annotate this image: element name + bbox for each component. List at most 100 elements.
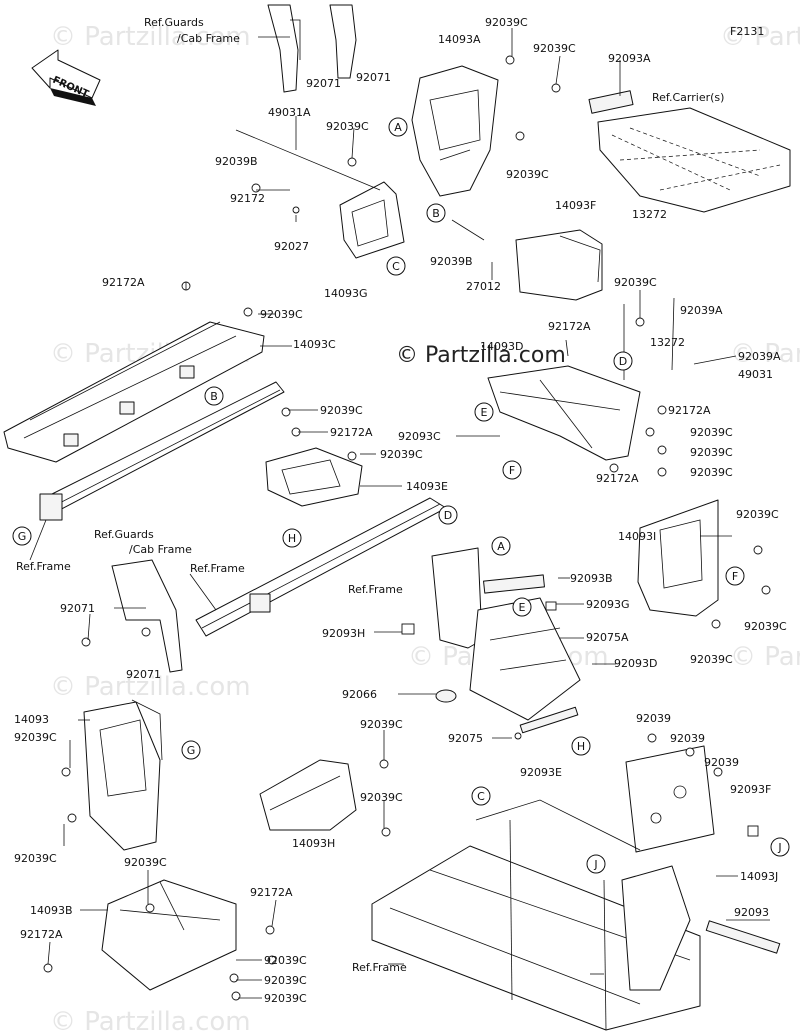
callout-D-top xyxy=(613,351,633,371)
callout-D-top-label: D xyxy=(619,355,627,368)
watermark-center: © Partzilla.com xyxy=(396,343,566,368)
callout-G-lower-label: G xyxy=(187,744,196,757)
callout-B-top-label: B xyxy=(432,207,440,220)
watermark-right-low: © Partzilla.com xyxy=(730,642,800,672)
callout-A-mid-label: A xyxy=(497,540,505,553)
center-assembly xyxy=(431,547,581,734)
part-14093H: 14093H xyxy=(292,837,335,850)
callout-A-top xyxy=(388,117,408,137)
watermark-top-left: © Partzilla.com xyxy=(50,22,251,52)
part-92172A-d: 92172A xyxy=(330,426,373,439)
part-92039C-g: 92039C xyxy=(690,426,733,439)
panel-14093B xyxy=(101,879,237,991)
part-14093B: 14093B xyxy=(30,904,73,917)
part-27012: 27012 xyxy=(466,280,501,293)
part-92039C-a: 92039C xyxy=(533,42,576,55)
part-92039A-b: 92039A xyxy=(738,350,781,363)
callout-E-mid xyxy=(512,597,532,617)
part-92093B: 92093B xyxy=(570,572,613,585)
part-92039C-j: 92039C xyxy=(690,466,733,479)
part-92039C-l: 92039C xyxy=(744,620,787,633)
part-14093A: 14093A xyxy=(438,33,481,46)
callout-G-lower xyxy=(181,740,201,760)
part-92039-b: 92039 xyxy=(670,732,705,745)
part-92039C-m: 92039C xyxy=(690,653,733,666)
part-92071-a: 92071 xyxy=(306,77,341,90)
part-92093D: 92093D xyxy=(614,657,657,670)
part-92172A-e: 92172A xyxy=(596,472,639,485)
part-92039C-h: 92039C xyxy=(690,446,733,459)
part-92172A-c: 92172A xyxy=(668,404,711,417)
ref-carrier: Ref.Carrier(s) xyxy=(652,91,724,104)
part-92039-c: 92039 xyxy=(704,756,739,769)
shell-14093H xyxy=(259,759,357,831)
ref-guards-mid-1: Ref.Guards xyxy=(94,528,154,541)
ref-guards-mid-2: /Cab Frame xyxy=(129,543,192,556)
frame-beam-left xyxy=(39,381,285,521)
callout-H-lower xyxy=(571,736,591,756)
callout-C-lower xyxy=(471,786,491,806)
part-92027: 92027 xyxy=(274,240,309,253)
part-92093H: 92093H xyxy=(322,627,365,640)
front-arrow-icon: FRONT xyxy=(31,49,101,106)
callout-J-lower xyxy=(586,854,606,874)
part-14093I: 14093I xyxy=(618,530,656,543)
rail-14093C xyxy=(3,321,265,463)
cab-frame-guard-top xyxy=(267,4,357,93)
bracket-14093G xyxy=(339,181,405,259)
part-92093: 92093 xyxy=(734,906,769,919)
reference-labels: Ref.Guards /Cab Frame Ref.Carrier(s) Ref… xyxy=(16,16,724,974)
watermark-left-low: © Partzilla.com xyxy=(50,672,251,702)
callout-C-top-label: C xyxy=(392,260,400,273)
part-92039B-b: 92039B xyxy=(430,255,473,268)
ref-frame-left: Ref.Frame xyxy=(16,560,71,573)
part-92039C-u: 92039C xyxy=(264,992,307,1005)
main-frame xyxy=(371,799,781,1031)
callout-A-top-label: A xyxy=(394,121,402,134)
part-92172A-a: 92172A xyxy=(102,276,145,289)
callout-F-right xyxy=(725,566,745,586)
callout-J-lower-label: J xyxy=(593,858,597,871)
ref-frame-center: Ref.Frame xyxy=(348,583,403,596)
part-92039C-p: 92039C xyxy=(360,791,403,804)
part-labels: 92039C 14093A 92039C 92071 92071 92093A … xyxy=(14,16,787,1005)
part-92093A: 92093A xyxy=(608,52,651,65)
part-92039C-o: 92039C xyxy=(360,718,403,731)
part-92039C-k: 92039C xyxy=(736,508,779,521)
pan-14093D xyxy=(487,365,641,461)
part-14093D: 14093D xyxy=(480,340,523,353)
part-92066: 92066 xyxy=(342,688,377,701)
callout-A-mid xyxy=(491,536,511,556)
callout-F-top-label: F xyxy=(509,464,515,477)
callout-G-left xyxy=(12,526,32,546)
part-92039B-a: 92039B xyxy=(215,155,258,168)
part-92071-b: 92071 xyxy=(356,71,391,84)
part-92093E: 92093E xyxy=(520,766,562,779)
callout-D-mid xyxy=(438,505,458,525)
part-92039C-t: 92039C xyxy=(264,974,307,987)
ref-guards-top-2: /Cab Frame xyxy=(177,32,240,45)
callout-E-top-label: E xyxy=(481,406,488,419)
duct-14093A xyxy=(411,65,499,197)
ref-frame-mid: Ref.Frame xyxy=(190,562,245,575)
callout-H-lower-label: H xyxy=(577,740,585,753)
part-92039C-c: 92039C xyxy=(506,168,549,181)
part-14093F: 14093F xyxy=(555,199,596,212)
part-14093J: 14093J xyxy=(740,870,778,883)
panel-14093 xyxy=(83,699,163,851)
part-92039C-r: 92039C xyxy=(124,856,167,869)
fastener-group xyxy=(43,55,771,1001)
cab-frame-guard-mid xyxy=(111,559,183,673)
callout-F-top xyxy=(502,460,522,480)
part-92039C-top: 92039C xyxy=(485,16,528,29)
part-92172A-b: 92172A xyxy=(548,320,591,333)
figure-code: F2131 xyxy=(730,25,764,38)
callout-C-lower-label: C xyxy=(477,790,485,803)
leader-lines xyxy=(29,28,770,999)
part-14093: 14093 xyxy=(14,713,49,726)
part-14093E: 14093E xyxy=(406,480,448,493)
watermark-top-right: © Partzilla.com xyxy=(720,22,800,52)
carrier-ref xyxy=(588,90,791,213)
plate-14093E xyxy=(265,447,363,507)
